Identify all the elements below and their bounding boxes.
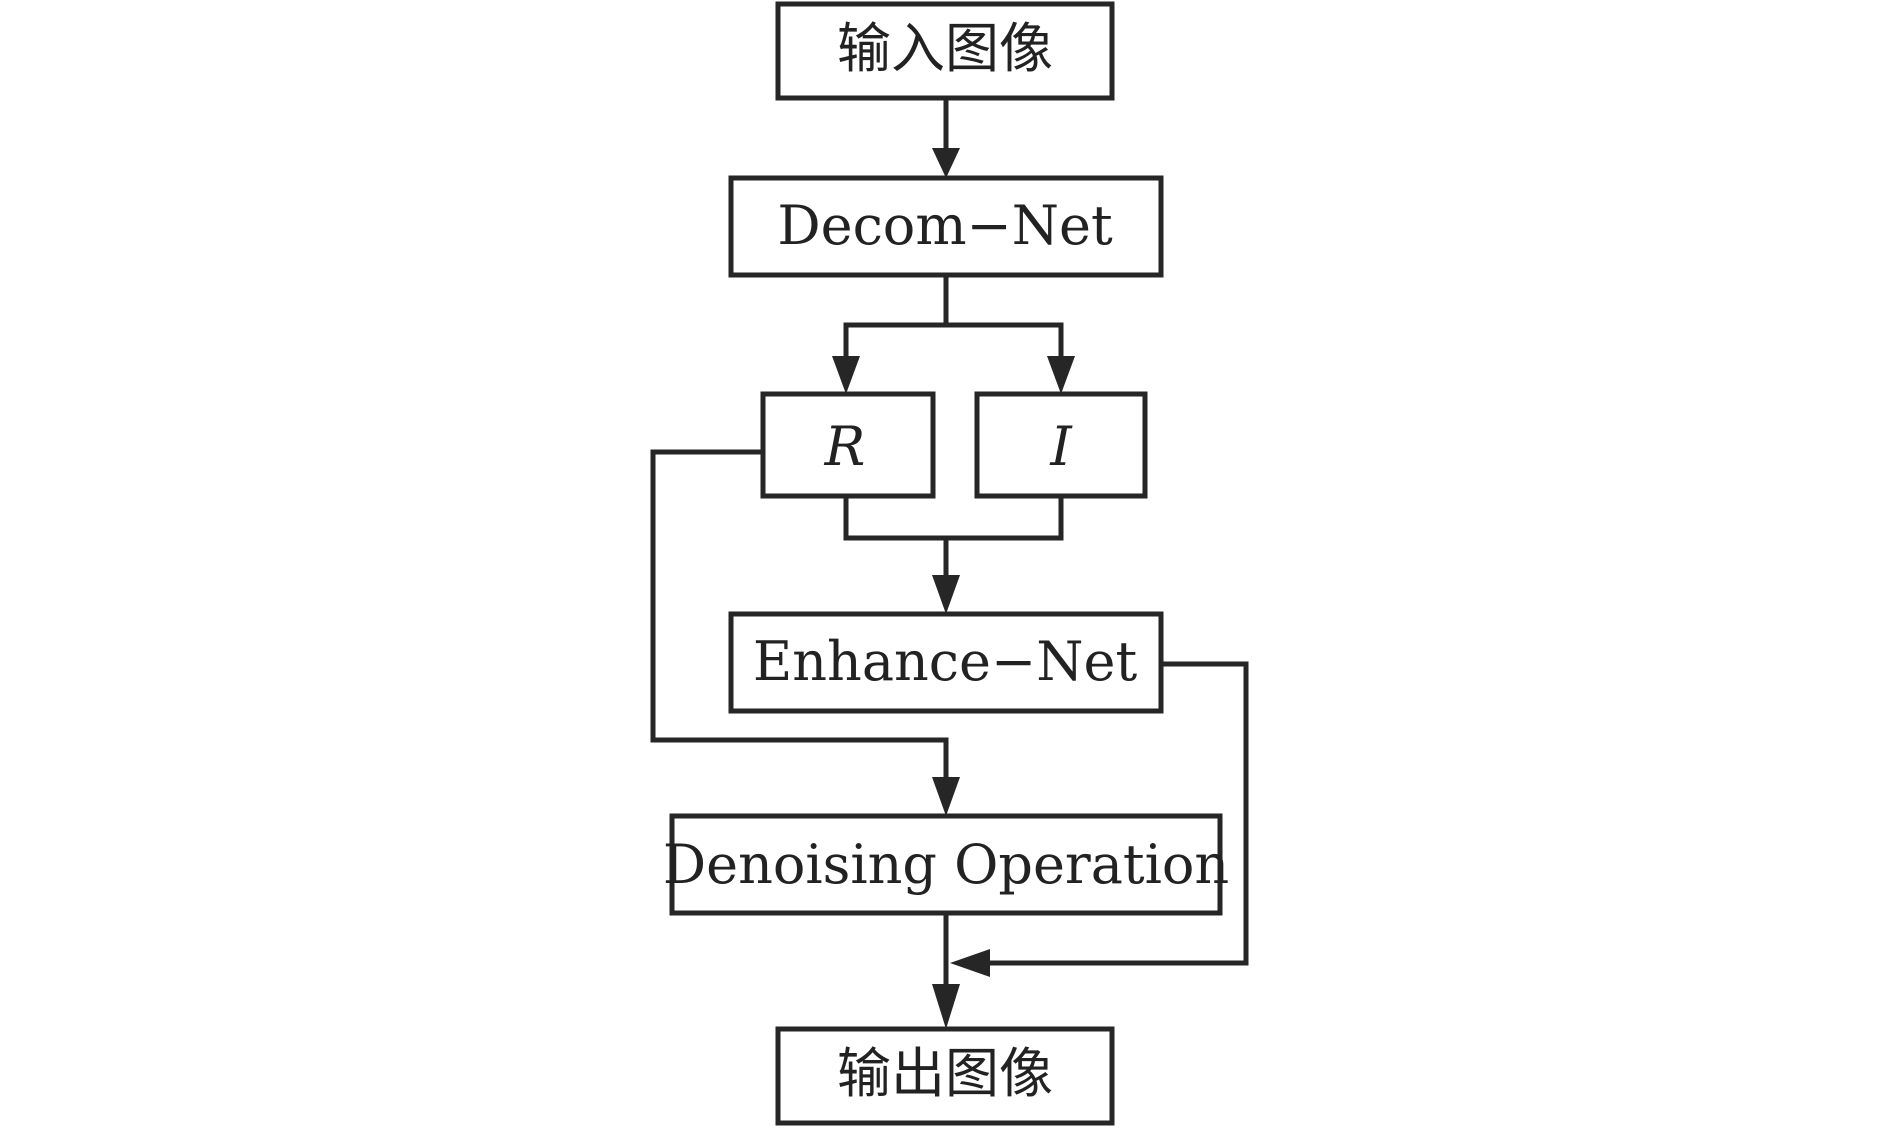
arrowhead-enhance-bypass <box>950 949 990 977</box>
input-image-box <box>775 1 1115 101</box>
arrowhead-r-to-denoising <box>932 777 960 816</box>
node-output-image: 输出图像 <box>775 1026 1115 1126</box>
arrowhead-decom-to-r <box>832 356 860 394</box>
i-component-box <box>974 391 1148 499</box>
node-r-component: R <box>760 391 936 499</box>
node-i-component: I <box>974 391 1148 499</box>
decom-net-label: Decom−Net <box>777 194 1113 257</box>
output-image-box <box>775 1026 1115 1126</box>
node-denoising-operation: Denoising Operation <box>663 813 1229 916</box>
output-image-label: 输出图像 <box>837 1042 1053 1105</box>
enhance-net-box <box>728 611 1164 714</box>
node-decom-net: Decom−Net <box>728 175 1164 278</box>
edges <box>650 98 1249 1029</box>
arrowhead-decom-to-i <box>1047 356 1075 394</box>
i-component-label: I <box>1049 415 1073 478</box>
edge-enhance-to-output-bypass <box>990 661 1249 966</box>
r-component-label: R <box>824 415 866 478</box>
arrowhead-input-to-decom <box>932 148 960 178</box>
decom-net-box <box>728 175 1164 278</box>
edge-decom-to-i <box>946 322 1064 356</box>
r-component-box <box>760 391 936 499</box>
edge-r-to-denoising <box>650 449 949 777</box>
denoising-operation-label: Denoising Operation <box>663 833 1229 896</box>
edge-r-to-join <box>843 496 946 541</box>
denoising-operation-box <box>669 813 1223 916</box>
enhance-net-label: Enhance−Net <box>753 630 1138 693</box>
arrowhead-denoising-to-output <box>932 984 960 1029</box>
arrowhead-join-to-enhance <box>932 575 960 614</box>
input-image-label: 输入图像 <box>837 17 1053 80</box>
node-input-image: 输入图像 <box>775 1 1115 101</box>
edge-i-to-join <box>946 496 1064 541</box>
edge-decom-to-r <box>843 275 949 356</box>
node-enhance-net: Enhance−Net <box>728 611 1164 714</box>
